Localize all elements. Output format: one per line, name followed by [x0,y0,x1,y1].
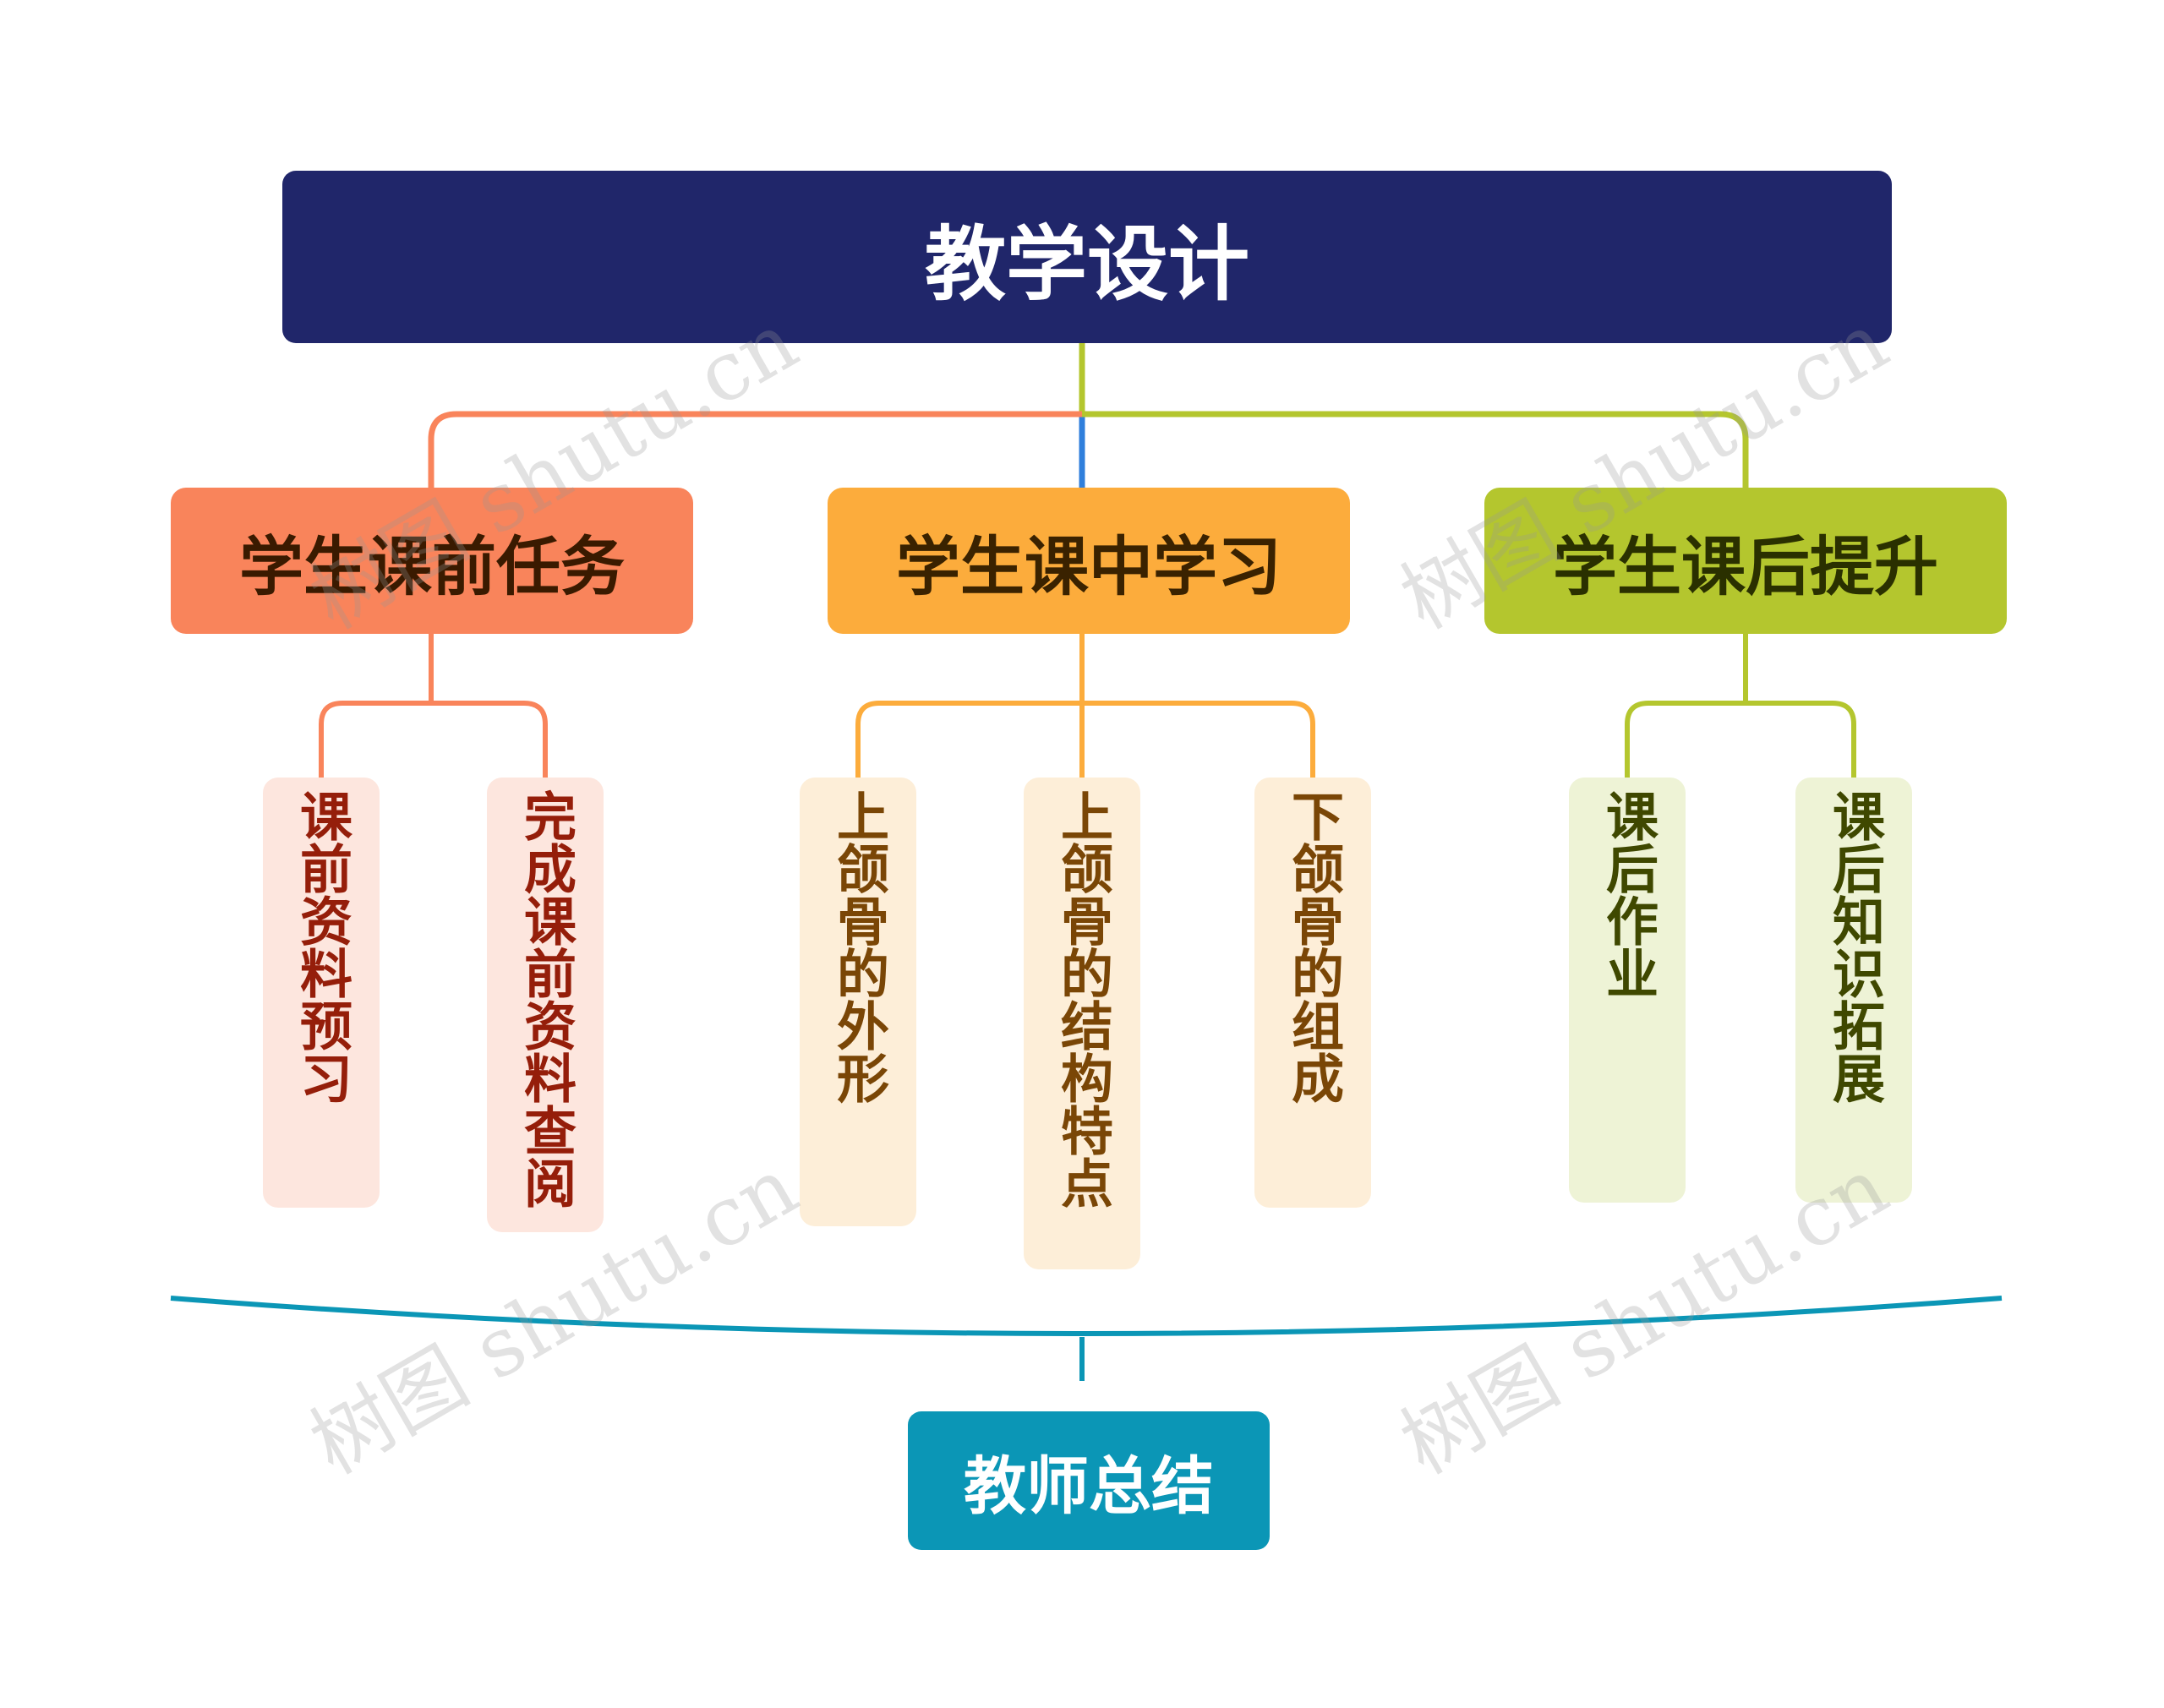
leaf-label: 课前资料预习 [291,789,352,1104]
leaf-pre-class-lookup[interactable]: 完成课前资料查阅 [487,778,604,1232]
branch1-links [319,634,548,778]
branch-label: 学生课前任务 [239,528,625,604]
root-topic[interactable]: 教学设计 [282,171,1892,343]
branch2-links [855,634,1315,778]
root-link-left [428,411,1082,488]
leaf-label: 上颌骨的结构特点 [1052,789,1113,1209]
branch-label: 学生课后提升 [1553,528,1938,604]
branch-post-class[interactable]: 学生课后提升 [1484,488,2007,634]
leaf-knowledge-extension[interactable]: 课后知识拓展 [1795,778,1912,1203]
leaf-mandible-composition[interactable]: 下颌骨的组成 [1254,778,1371,1208]
branch3-links [1625,634,1856,778]
summary-label: 教师总结 [964,1449,1214,1523]
branch-label: 学生课中学习 [896,528,1281,604]
root-link-right [1082,411,1749,488]
branch-pre-class[interactable]: 学生课前任务 [171,488,693,634]
leaf-pre-class-preview[interactable]: 课前资料预习 [263,778,380,1208]
leaf-label: 课后作业 [1597,789,1659,999]
leaf-label: 上颌骨的外形 [828,789,889,1104]
leaf-label: 下颌骨的组成 [1282,789,1344,1104]
branch-in-class[interactable]: 学生课中学习 [828,488,1350,634]
leaf-maxilla-shape[interactable]: 上颌骨的外形 [800,778,916,1226]
summary-topic[interactable]: 教师总结 [908,1411,1270,1550]
summary-bracket [170,1296,2003,1336]
root-label: 教学设计 [925,216,1249,312]
leaf-homework[interactable]: 课后作业 [1569,778,1686,1203]
leaf-label: 课后知识拓展 [1823,789,1885,1104]
leaf-maxilla-structure[interactable]: 上颌骨的结构特点 [1024,778,1140,1269]
leaf-label: 完成课前资料查阅 [515,789,577,1209]
